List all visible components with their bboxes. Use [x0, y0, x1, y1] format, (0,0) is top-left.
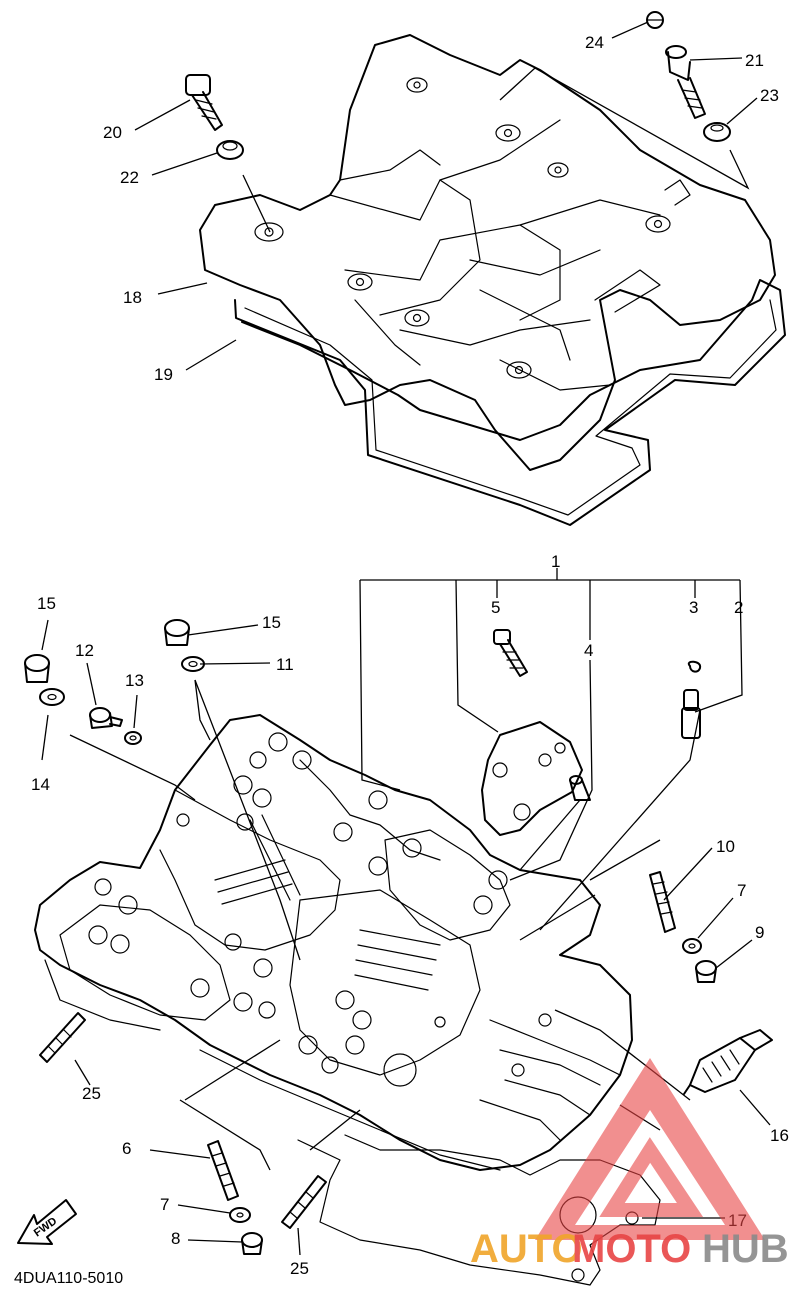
bolt-20 — [185, 74, 223, 131]
stud-25-lower — [281, 1175, 327, 1229]
callout-24: 24 — [585, 33, 604, 52]
callout-5: 5 — [491, 598, 500, 617]
callout-15-center: 15 — [262, 613, 281, 632]
callout-18: 18 — [123, 288, 142, 307]
part-code: 4DUA110-5010 — [14, 1270, 123, 1287]
callout-11: 11 — [276, 655, 294, 674]
callout-10: 10 — [716, 837, 735, 856]
valve-guide-group — [359, 568, 743, 931]
watermark-auto: AUTO — [470, 1227, 583, 1271]
grommet-22 — [216, 140, 244, 160]
valve-cover-assembly — [199, 34, 786, 526]
washer-13 — [124, 731, 142, 745]
bolt-15-center — [164, 619, 190, 646]
callout-leaders — [41, 21, 771, 1256]
stud-25-left — [39, 1012, 86, 1063]
callout-7-left: 7 — [160, 1195, 169, 1214]
spark-plug-16 — [683, 1029, 773, 1095]
callout-1: 1 — [551, 552, 560, 571]
callout-25-left: 25 — [82, 1084, 101, 1103]
callout-3: 3 — [689, 598, 698, 617]
callout-21: 21 — [745, 51, 764, 70]
washer-7-right — [682, 938, 702, 954]
cover-gasket — [234, 279, 786, 526]
grommet-23 — [703, 122, 731, 142]
watermark-text: AUTO MOTO HUB — [470, 1227, 789, 1271]
valve-cover — [199, 34, 776, 471]
cylinder-head — [34, 714, 633, 1171]
callout-6: 6 — [122, 1139, 131, 1158]
fwd-arrow-icon: FWD — [17, 1199, 77, 1245]
watermark-hub: HUB — [702, 1227, 789, 1271]
bolt-15-left — [24, 654, 50, 683]
callout-22: 22 — [120, 168, 139, 187]
callout-2: 2 — [734, 598, 743, 617]
callout-numbers: 1 2 3 4 5 6 7 7 8 9 10 11 12 13 14 15 15… — [31, 33, 789, 1278]
nut-8 — [241, 1232, 263, 1255]
callout-14: 14 — [31, 775, 50, 794]
washer-14 — [39, 688, 65, 706]
callout-15-left: 15 — [37, 594, 56, 613]
callout-19: 19 — [154, 365, 173, 384]
watermark-moto: MOTO — [572, 1227, 691, 1271]
stud-10 — [649, 871, 676, 933]
callout-20: 20 — [103, 123, 122, 142]
callout-9: 9 — [755, 923, 764, 942]
callout-12: 12 — [75, 641, 94, 660]
bolt-12 — [89, 707, 123, 729]
clip-24 — [646, 11, 664, 29]
callout-8: 8 — [171, 1229, 180, 1248]
callout-25-lower: 25 — [290, 1259, 309, 1278]
callout-4: 4 — [584, 641, 593, 660]
watermark-logo-icon — [535, 1058, 765, 1240]
callout-16: 16 — [770, 1126, 789, 1145]
callout-7-right: 7 — [737, 881, 746, 900]
nut-9 — [695, 960, 717, 983]
callout-13: 13 — [125, 671, 144, 690]
stud-6 — [207, 1140, 239, 1201]
washer-7-left — [229, 1207, 251, 1223]
bolt-21 — [665, 45, 706, 119]
callout-23: 23 — [760, 86, 779, 105]
